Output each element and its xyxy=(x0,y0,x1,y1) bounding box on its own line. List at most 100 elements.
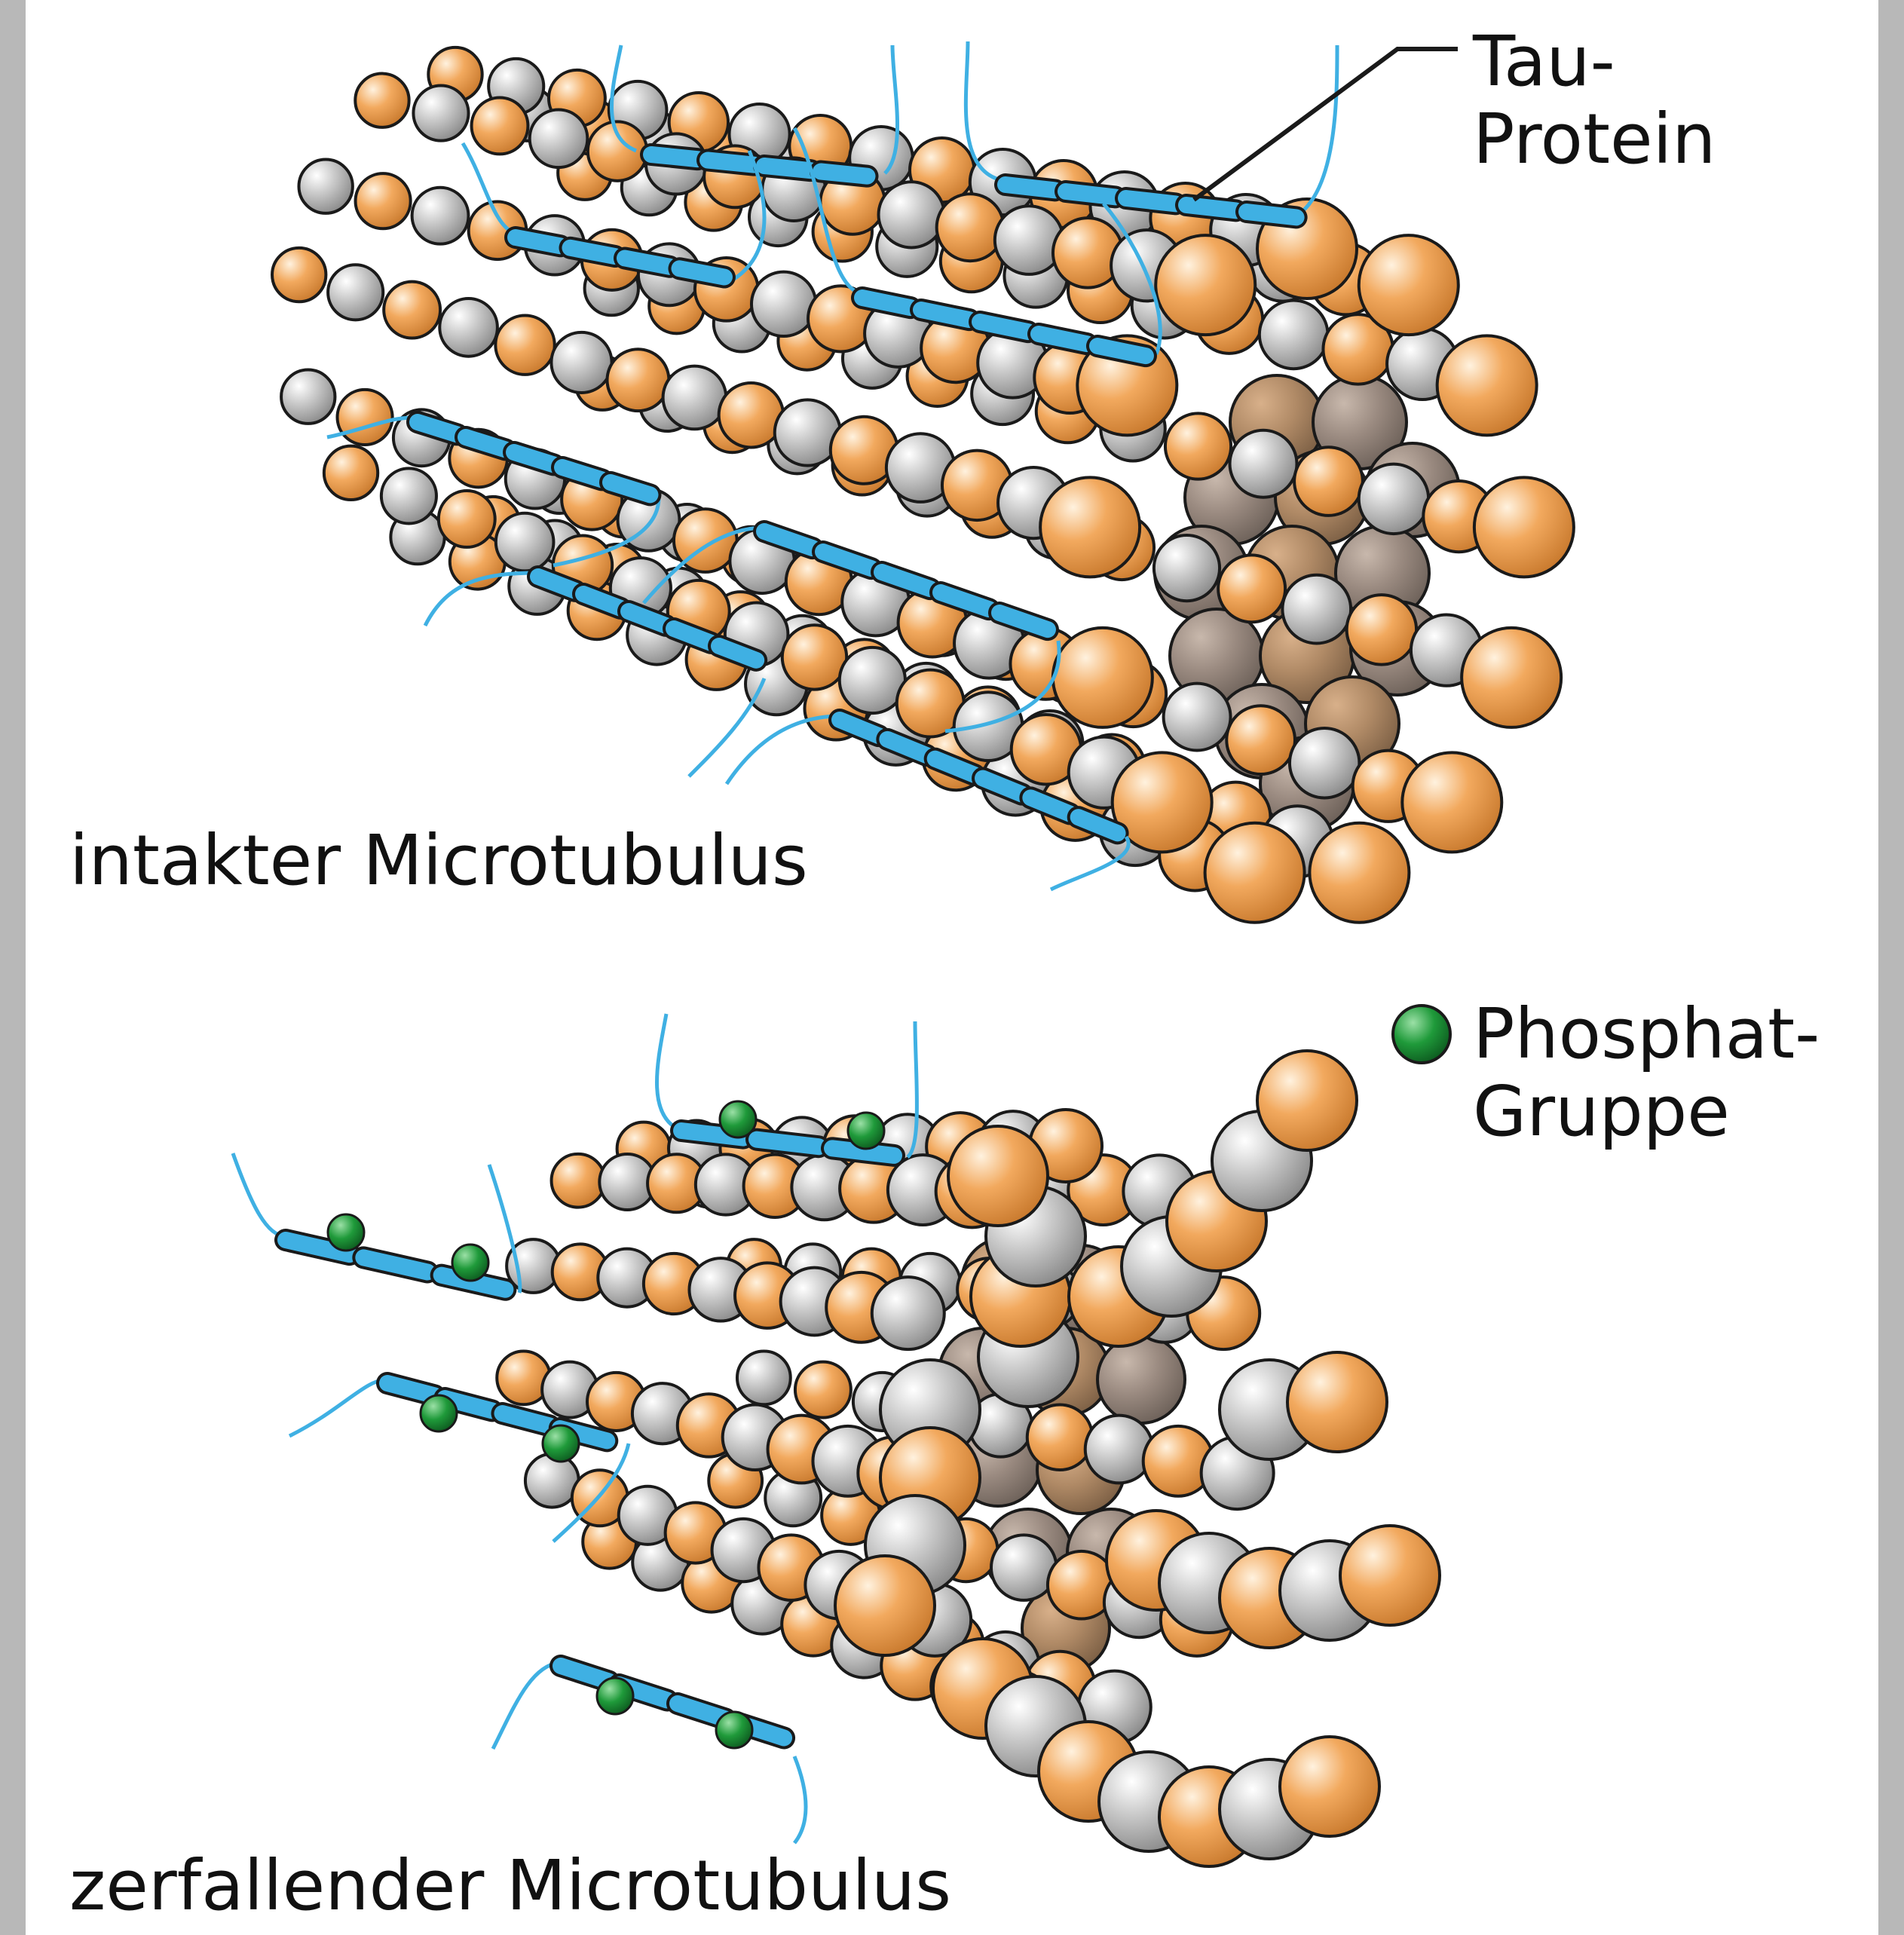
alpha-tubulin-sphere xyxy=(937,194,1004,261)
tau-tail xyxy=(493,1662,561,1749)
tau-binding-segment xyxy=(1097,346,1146,356)
label-tau-protein: Tau- Protein xyxy=(1473,23,1716,178)
tau-tail xyxy=(657,1014,682,1131)
tau-binding-segment xyxy=(862,298,911,308)
protofilament-sphere xyxy=(1257,1051,1357,1150)
phosphate-group xyxy=(848,1113,884,1149)
beta-tubulin-sphere xyxy=(530,109,588,167)
alpha-tubulin-sphere xyxy=(1226,706,1295,774)
alpha-tubulin-sphere xyxy=(1165,413,1231,479)
beta-tubulin-sphere xyxy=(737,1351,791,1404)
end-ring-sphere xyxy=(1309,823,1409,923)
beta-tubulin-sphere xyxy=(439,299,497,357)
tau-binding-segment xyxy=(764,166,811,170)
beta-tubulin-sphere xyxy=(298,160,352,213)
tau-tail xyxy=(1292,45,1337,219)
end-ring-sphere xyxy=(1040,477,1140,577)
tau-binding-segment xyxy=(1066,191,1116,197)
label-phosphate-group: Phosphat- Gruppe xyxy=(1473,995,1820,1150)
end-ring-sphere xyxy=(1462,628,1561,727)
tau-binding-segment xyxy=(821,172,868,176)
alpha-tubulin-sphere xyxy=(1027,1404,1093,1470)
tau-binding-segment xyxy=(514,452,553,464)
tau-binding-segment xyxy=(1186,205,1236,210)
alpha-tubulin-sphere xyxy=(1294,447,1363,516)
microtubule-illustration xyxy=(26,0,1878,1935)
tau-binding-segment xyxy=(1006,185,1055,190)
end-ring-sphere xyxy=(1205,823,1305,923)
label-phosphate-line2: Gruppe xyxy=(1473,1073,1820,1150)
alpha-tubulin-sphere xyxy=(324,446,378,500)
alpha-tubulin-sphere xyxy=(795,1362,851,1418)
alpha-tubulin-sphere xyxy=(355,74,409,127)
alpha-tubulin-sphere xyxy=(272,248,326,302)
tau-binding-segment xyxy=(611,482,650,494)
beta-tubulin-sphere xyxy=(381,468,436,523)
tau-binding-segment xyxy=(1247,212,1296,217)
beta-tubulin-sphere xyxy=(413,86,468,141)
end-ring-sphere xyxy=(1053,628,1153,727)
label-tau-line2: Protein xyxy=(1473,100,1716,178)
phosphate-group xyxy=(597,1678,633,1714)
tau-binding-segment xyxy=(980,322,1028,332)
beta-tubulin-sphere xyxy=(879,182,944,247)
alpha-tubulin-sphere xyxy=(552,1154,605,1208)
phosphate-group xyxy=(543,1425,579,1462)
tau-tail xyxy=(794,1756,806,1843)
phosphate-group xyxy=(716,1712,752,1748)
tau-leader-line xyxy=(1194,49,1458,200)
phosphate-group xyxy=(328,1214,364,1251)
beta-tubulin-sphere xyxy=(1230,430,1297,498)
tau-binding-segment xyxy=(921,310,969,320)
beta-tubulin-sphere xyxy=(1085,1416,1153,1483)
label-phosphate-line1: Phosphat- xyxy=(1473,995,1820,1073)
tau-binding-segment xyxy=(651,155,698,159)
alpha-tubulin-sphere xyxy=(384,282,440,338)
end-ring-sphere xyxy=(1156,235,1255,335)
beta-tubulin-sphere xyxy=(1359,464,1428,534)
beta-tubulin-sphere xyxy=(1290,728,1359,798)
alpha-tubulin-sphere xyxy=(472,97,528,154)
protofilament-sphere xyxy=(948,1126,1048,1226)
tau-tail xyxy=(289,1379,387,1436)
beta-tubulin-sphere xyxy=(995,206,1064,274)
alpha-tubulin-sphere xyxy=(1218,555,1285,622)
label-decaying-microtubule: zerfallender Microtubulus xyxy=(69,1847,951,1924)
beta-tubulin-sphere xyxy=(1164,684,1231,751)
end-ring-sphere xyxy=(1474,477,1574,577)
beta-tubulin-sphere xyxy=(281,370,335,424)
tau-binding-segment xyxy=(1126,198,1176,204)
tau-binding-segment xyxy=(418,422,457,434)
alpha-tubulin-sphere xyxy=(1347,595,1416,664)
beta-tubulin-sphere xyxy=(751,272,816,336)
tau-binding-segment xyxy=(466,437,505,449)
tau-binding-segment xyxy=(680,268,724,277)
legend-phosphate-dot xyxy=(1393,1006,1450,1063)
end-ring-sphere xyxy=(1402,752,1501,852)
tau-binding-segment xyxy=(757,1140,819,1147)
end-ring-sphere xyxy=(1437,335,1537,435)
alpha-tubulin-sphere xyxy=(782,625,846,689)
phosphate-group xyxy=(421,1395,457,1431)
tau-binding-segment xyxy=(516,237,560,246)
beta-tubulin-sphere xyxy=(1282,575,1351,644)
beta-tubulin-sphere xyxy=(1154,535,1220,601)
alpha-tubulin-sphere xyxy=(495,315,554,374)
protofilament-sphere xyxy=(835,1556,935,1655)
tau-tail xyxy=(233,1153,286,1236)
beta-tubulin-sphere xyxy=(412,188,469,244)
label-tau-line1: Tau- xyxy=(1473,23,1716,100)
alpha-tubulin-sphere xyxy=(439,491,495,547)
beta-tubulin-sphere xyxy=(872,1277,944,1349)
tau-binding-segment xyxy=(708,161,755,165)
tau-binding-segment xyxy=(562,467,602,479)
protofilament-sphere xyxy=(1280,1737,1379,1836)
tau-binding-segment xyxy=(1039,334,1087,344)
beta-tubulin-sphere xyxy=(328,265,383,320)
beta-tubulin-sphere xyxy=(1260,301,1328,369)
alpha-tubulin-sphere xyxy=(608,349,669,411)
phosphate-group xyxy=(452,1245,488,1281)
inner-wall-sphere xyxy=(1097,1336,1185,1423)
protofilament-sphere xyxy=(1287,1352,1387,1452)
label-intact-microtubule: intakter Microtubulus xyxy=(69,822,808,899)
